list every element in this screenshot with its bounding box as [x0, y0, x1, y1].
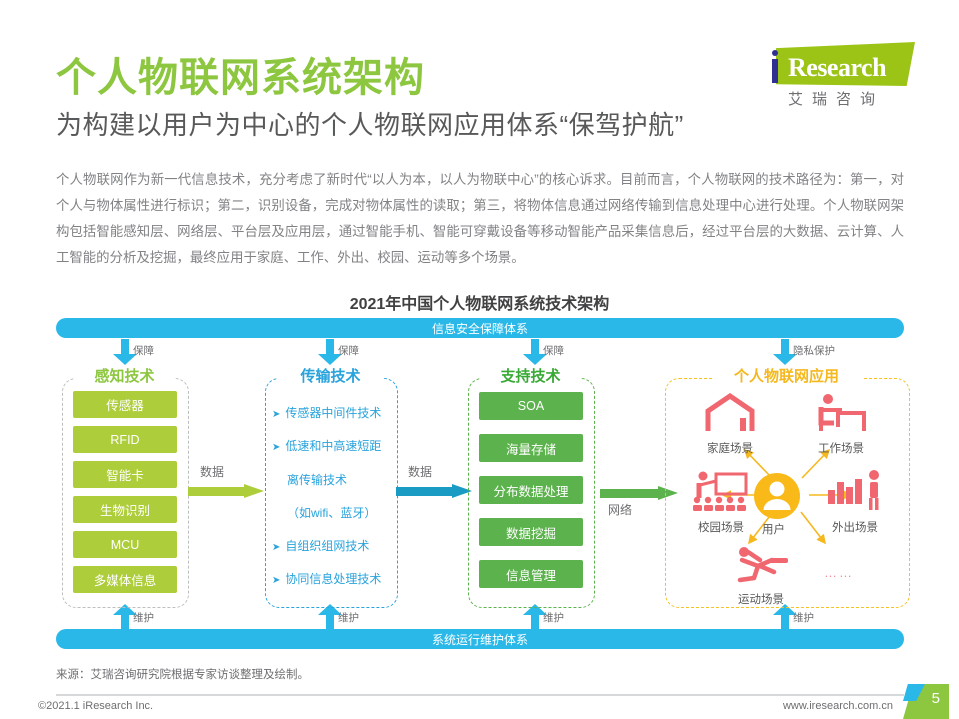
campus-icon: [693, 471, 748, 511]
iresearch-logo: Research 艾瑞咨询: [760, 36, 915, 108]
bullet-triangle-icon: ➤: [272, 542, 281, 553]
scene-label-outdoor: 外出场景: [832, 522, 878, 534]
scene-label-home: 家庭场景: [707, 443, 753, 455]
column-head-mask-3: [481, 371, 580, 385]
bullet-triangle-icon: ➤: [272, 409, 281, 420]
bullet-triangle-icon: ➤: [272, 575, 281, 586]
bullet-text: 协同信息处理技术: [285, 572, 382, 586]
chart-title: 2021年中国个人物联网系统技术架构: [349, 296, 610, 313]
scene-work[interactable]: 工作场景: [786, 393, 896, 456]
flow-arrow-3: [600, 486, 680, 500]
logo-shape: [776, 42, 915, 86]
chip-perception-2[interactable]: RFID: [73, 426, 177, 453]
up-arrow-3: [515, 604, 555, 631]
down-arrow-3: [515, 339, 555, 365]
column-title-perception: 感知技术: [94, 368, 155, 385]
user-label: 用户: [762, 524, 785, 536]
source-note: 来源：艾瑞咨询研究院根据专家访谈整理及绘制。: [56, 669, 309, 681]
chip-support-4[interactable]: 数据挖掘: [479, 518, 583, 546]
bullet-transmission-5[interactable]: ➤ 自组织组网技术: [272, 537, 369, 554]
down-arrow-label-3: 保障: [543, 345, 564, 357]
flow-arrow-1: [188, 484, 264, 498]
bullet-transmission-1[interactable]: ➤ 传感器中间件技术: [272, 404, 381, 421]
chip-support-1[interactable]: SOA: [479, 392, 583, 420]
copyright-text: ©2021.1 iResearch Inc.: [38, 700, 154, 712]
body-paragraph: 个人物联网作为新一代信息技术，充分考虑了新时代“以人为本，以人为物联中心”的核心…: [56, 172, 904, 265]
page-title: 个人物联网系统架构: [56, 56, 425, 100]
bullet-text: 低速和中高速短距: [285, 439, 382, 453]
up-arrow-1: [105, 604, 145, 631]
scene-ellipsis: ……: [824, 565, 854, 580]
up-arrow-2: [310, 604, 350, 631]
bullet-transmission-4[interactable]: （如wifi、蓝牙）: [287, 506, 377, 520]
logo-chinese-name: 艾瑞咨询: [788, 91, 885, 108]
logo-i-stem-icon: [772, 59, 778, 83]
scene-outdoor[interactable]: 外出场景: [800, 468, 910, 535]
bullet-transmission-3[interactable]: 离传输技术: [287, 473, 348, 487]
up-arrow-4: [765, 604, 805, 631]
chip-perception-3[interactable]: 智能卡: [73, 461, 177, 488]
flow-arrow-label-1: 数据: [200, 465, 225, 479]
down-arrow-label-1: 保障: [133, 345, 154, 357]
scene-campus[interactable]: 校园场景: [666, 470, 776, 535]
chip-support-2[interactable]: 海量存储: [479, 434, 583, 462]
bullet-transmission-6[interactable]: ➤ 协同信息处理技术: [272, 570, 381, 587]
column-head-mask-4: [714, 371, 862, 385]
page-subtitle: 为构建以用户为中心的个人物联网应用体系“保驾护航”: [56, 110, 684, 140]
scene-home[interactable]: 家庭场景: [670, 392, 790, 456]
footer-divider: [56, 694, 904, 696]
chip-support-3[interactable]: 分布数据处理: [479, 476, 583, 504]
column-title-transmission: 传输技术: [300, 368, 361, 385]
down-arrow-1: [105, 339, 145, 365]
up-arrow-label-2: 维护: [338, 612, 359, 624]
down-arrow-2: [310, 339, 350, 365]
sports-icon: [737, 547, 788, 583]
logo-i-dot-icon: [772, 50, 778, 56]
work-icon: [818, 394, 866, 431]
outdoor-icon: [828, 470, 879, 510]
top-band-security: 信息安全保障体系: [56, 318, 904, 338]
bottom-band-maintenance: 系统运行维护体系: [56, 629, 904, 649]
chip-perception-5[interactable]: MCU: [73, 531, 177, 558]
down-arrow-label-4: 隐私保护: [793, 345, 835, 357]
home-icon: [705, 392, 755, 431]
down-arrow-label-2: 保障: [338, 345, 359, 357]
scene-label-sports: 运动场景: [738, 594, 784, 606]
down-arrow-4: [765, 339, 805, 365]
page-number-text: 5: [931, 690, 940, 707]
up-arrow-label-1: 维护: [133, 612, 154, 624]
bullet-transmission-2[interactable]: ➤ 低速和中高速短距: [272, 437, 381, 454]
up-arrow-label-4: 维护: [793, 612, 814, 624]
flow-arrow-label-2: 数据: [408, 465, 433, 479]
scene-label-work: 工作场景: [818, 443, 864, 455]
up-arrow-label-3: 维护: [543, 612, 564, 624]
chip-perception-6[interactable]: 多媒体信息: [73, 566, 177, 593]
bullet-text: 传感器中间件技术: [285, 406, 382, 420]
scene-label-campus: 校园场景: [698, 522, 744, 534]
column-head-mask-2: [278, 371, 383, 385]
column-title-support: 支持技术: [500, 368, 561, 385]
flow-arrow-label-3: 网络: [608, 503, 633, 517]
column-head-mask-1: [74, 371, 175, 385]
column-title-applications: 个人物联网应用: [733, 368, 839, 385]
logo-wordmark: Research: [788, 53, 887, 82]
chip-support-5[interactable]: 信息管理: [479, 560, 583, 588]
chip-perception-4[interactable]: 生物识别: [73, 496, 177, 523]
flow-arrow-2: [396, 484, 472, 498]
page-number-badge: 5: [903, 684, 949, 719]
website-link[interactable]: www.iresearch.com.cn: [782, 700, 893, 712]
user-icon: [754, 473, 800, 519]
bullet-triangle-icon: ➤: [272, 442, 281, 453]
scene-sports[interactable]: 运动场景: [706, 546, 816, 607]
chip-perception-1[interactable]: 传感器: [73, 391, 177, 418]
bullet-text: 自组织组网技术: [285, 539, 370, 553]
